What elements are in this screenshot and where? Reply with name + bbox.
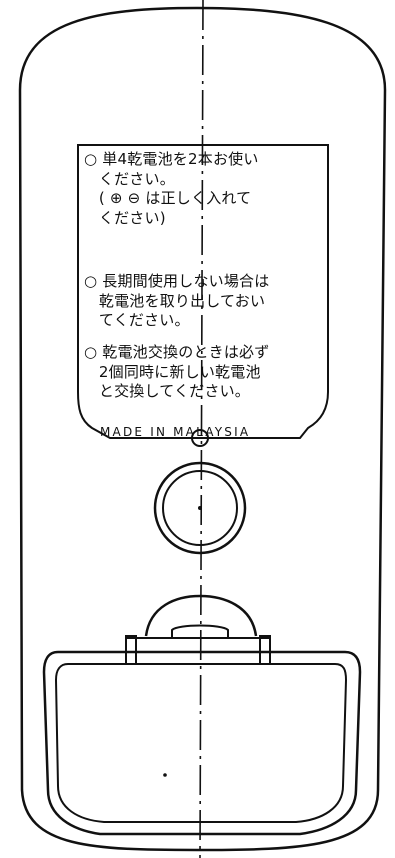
- cover-arch: [144, 594, 258, 637]
- indicator-hole: [191, 429, 209, 447]
- round-window-inner: [162, 470, 238, 546]
- cover-dot: [163, 773, 167, 777]
- notice-battery-replacement: ○ 乾電池交換のときは必ず 2個同時に新しい乾電池 と交換してください。: [84, 343, 270, 400]
- center-line: [199, 0, 204, 858]
- notice-long-storage: ○ 長期間使用しない場合は 乾電池を取り出しておい てください。: [84, 272, 270, 329]
- remote-body-outline: [18, 6, 387, 852]
- round-window-outer: [153, 461, 247, 555]
- label-panel-outline: [77, 144, 329, 439]
- cover-latch: [171, 624, 229, 638]
- battery-cover-outer: [42, 650, 362, 836]
- cover-hinge-right: [259, 635, 271, 665]
- notice-battery-type: ○ 単4乾電池を2本お使い ください。 ( ⊕ ⊖ は正しく入れて ください): [84, 150, 259, 227]
- made-in-label: MADE IN MALAYSIA: [100, 425, 251, 439]
- battery-cover-inner: [54, 663, 348, 823]
- cover-hinge-left: [125, 635, 137, 665]
